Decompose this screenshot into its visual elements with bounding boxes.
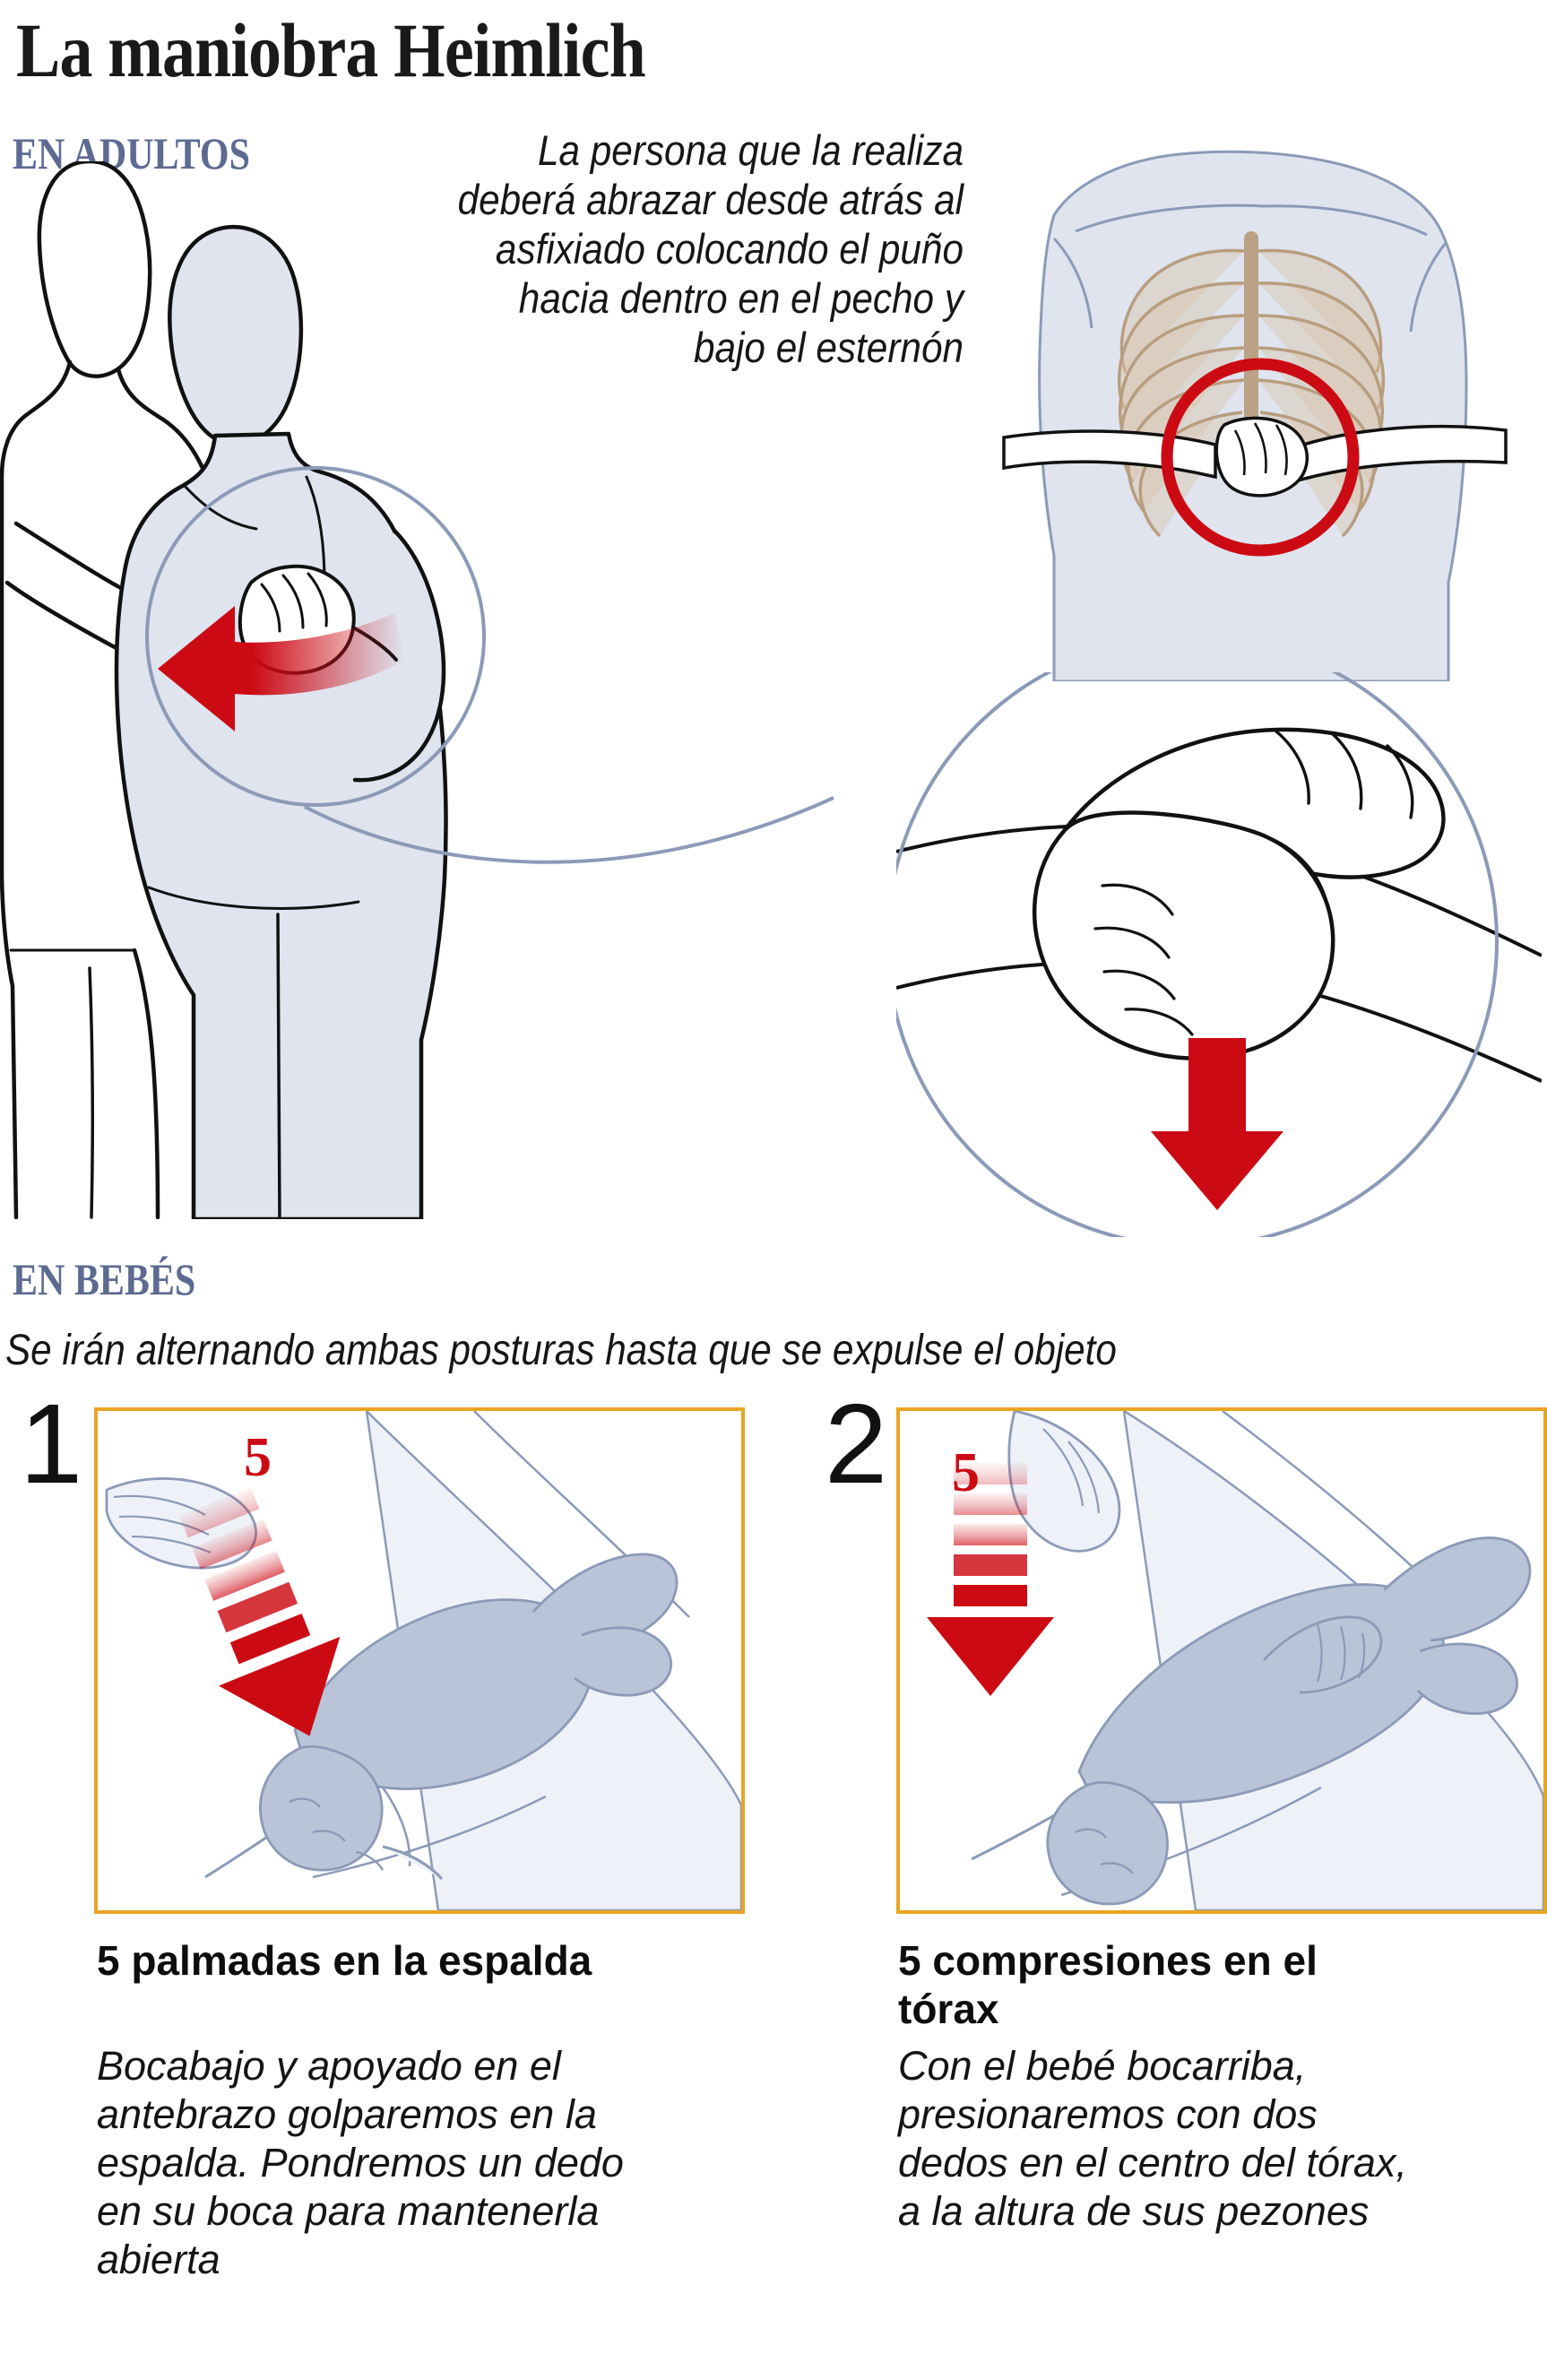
finger-in-mouth-step1 [382, 1845, 444, 1880]
step-1-caption-title: 5 palmadas en la espalda [97, 1937, 592, 1984]
closeup-fist [1032, 727, 1446, 1060]
fist-on-sternum [1214, 416, 1309, 498]
callout-connector [296, 663, 977, 1022]
page-title: La maniobra Heimlich [16, 7, 646, 93]
fist-closeup-illustration [896, 672, 1542, 1237]
adult-thrust-arrow [158, 606, 405, 731]
baby-face-step2 [1075, 1828, 1134, 1874]
adult-hand-step2 [1007, 1411, 1121, 1553]
adults-intro-text: La persona que la realiza deberá abrazar… [457, 126, 964, 371]
fist-closeup-circle [896, 672, 1499, 1237]
adult-figures-illustration [0, 161, 681, 1219]
step-2-count-badge: 5 [952, 1442, 980, 1503]
section-heading-adults: EN ADULTOS [13, 128, 250, 178]
sternum-highlight-circle [1161, 358, 1360, 557]
adult-hands-highlight-circle [145, 466, 486, 807]
step-2-panel [896, 1407, 1547, 1914]
section-heading-babies: EN BEBÉS [13, 1254, 196, 1304]
babies-subtitle: Se irán alternando ambas posturas hasta … [5, 1327, 1117, 1374]
step-1-number: 1 [20, 1380, 83, 1507]
ribcage-illustration [968, 134, 1542, 681]
step-2-caption-body: Con el bebé bocarriba, presionaremos con… [898, 2043, 1407, 2234]
step-1-panel [94, 1407, 745, 1914]
baby-facedown [259, 1553, 678, 1872]
step-1-arrow [178, 1487, 341, 1736]
step-2-number: 2 [825, 1380, 888, 1507]
baby-faceup [1046, 1536, 1532, 1906]
fist-downward-arrow [1151, 1038, 1283, 1210]
step-2-caption-title: 5 compresiones en el tórax [898, 1937, 1318, 2032]
step-1-caption-body: Bocabajo y apoyado en el antebrazo golpa… [97, 2043, 624, 2282]
step-2-arrow [927, 1463, 1054, 1696]
step-1-count-badge: 5 [244, 1427, 272, 1488]
baby-face-step1 [289, 1797, 385, 1871]
